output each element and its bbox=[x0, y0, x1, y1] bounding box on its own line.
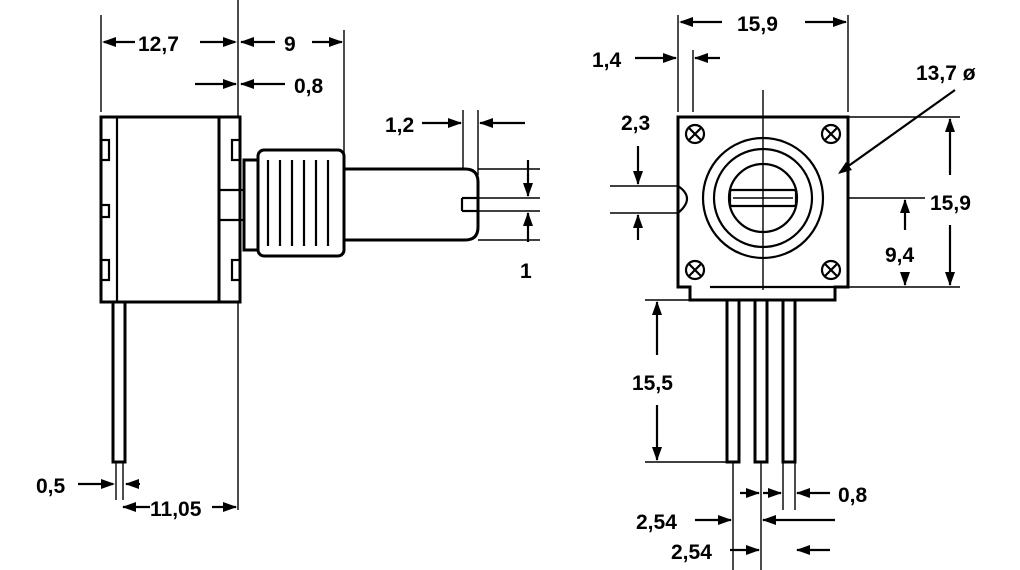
dim-notch: 2,3 bbox=[621, 112, 650, 135]
dim-body-depth: 12,7 bbox=[138, 33, 179, 56]
pot-housing-front bbox=[676, 90, 850, 302]
dim-shaft-slot-width: 1,2 bbox=[385, 114, 414, 137]
solder-pin bbox=[111, 300, 127, 500]
threaded-bushing bbox=[242, 148, 346, 258]
dim-pin-width: 0,5 bbox=[36, 475, 66, 498]
dim-bushing-length: 9 bbox=[284, 33, 296, 56]
terminal-pins bbox=[725, 298, 797, 570]
dim-center-height: 9,4 bbox=[885, 244, 915, 267]
dim-pitch-1: 2,54 bbox=[636, 511, 677, 534]
dim-height: 15,9 bbox=[930, 192, 971, 215]
dim-pin-thickness: 0,8 bbox=[838, 484, 868, 507]
dim-slot-depth: 1 bbox=[520, 260, 532, 283]
dim-width-top: 15,9 bbox=[737, 13, 778, 36]
dim-pin-offset: 11,05 bbox=[150, 498, 202, 521]
front-view: 15,9 1,4 13,7 ø 2,3 15,9 9,4 15,5 0,8 2,… bbox=[592, 13, 976, 570]
dim-pin-length: 15,5 bbox=[632, 372, 673, 395]
mounting-screws bbox=[684, 123, 842, 281]
dim-edge-offset: 1,4 bbox=[592, 49, 622, 72]
dim-diameter: 13,7 ø bbox=[916, 62, 976, 85]
side-dim-arrows bbox=[78, 37, 533, 512]
pot-body-side bbox=[99, 115, 245, 304]
side-view: 12,7 9 0,8 1,2 1 0,5 11,05 bbox=[36, 0, 540, 521]
shaft bbox=[342, 167, 540, 242]
dim-flange: 0,8 bbox=[294, 75, 324, 98]
front-dim-arrows bbox=[633, 17, 956, 555]
dim-pitch-2: 2,54 bbox=[671, 541, 712, 564]
